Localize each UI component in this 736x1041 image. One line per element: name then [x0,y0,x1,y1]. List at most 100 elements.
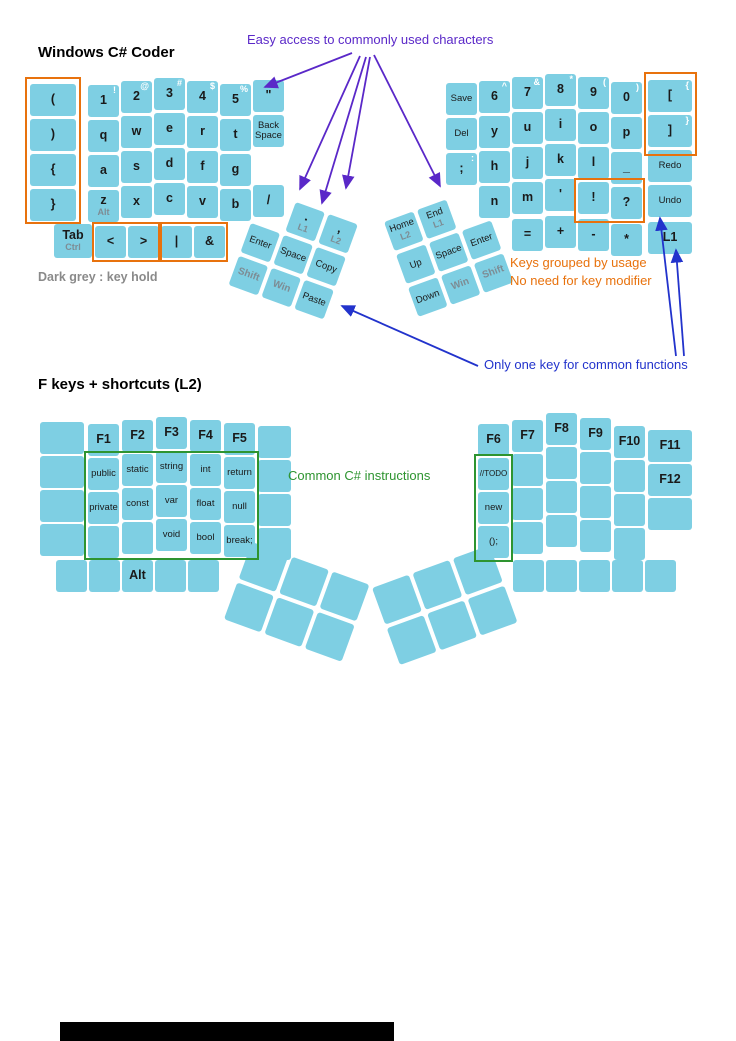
key-open-paren: ( [30,84,76,116]
key-open-brace: { [30,154,76,186]
orange-highlight-box [158,222,228,262]
key-apostrophe: ' [545,179,576,211]
key-undo: Undo [648,185,692,217]
key-blank [258,426,291,458]
key-equals: = [512,219,543,251]
key-save: Save [446,83,477,115]
key-9: (9 [578,77,609,109]
key-minus: - [578,219,609,251]
key-down: Down [407,277,448,317]
key-null: null [224,491,255,523]
key-float: float [190,488,221,520]
key-blank [546,515,577,547]
key-close-brace: } [30,189,76,221]
key-blank [427,600,478,651]
key-blank [258,528,291,560]
key-blank [258,494,291,526]
key-b: b [220,189,251,221]
key-l: l [578,147,609,179]
key-8: *8 [545,74,576,106]
key-l1: L1 [648,222,692,254]
key-blank [648,498,692,530]
key-blank [467,585,518,636]
key-blank [580,520,611,552]
key-w: w [121,116,152,148]
key-f9: F9 [580,418,611,450]
key-f6: F6 [478,424,509,456]
key-close-bracket: }] [648,115,692,147]
one-key-annotation: Only one key for common functions [484,357,688,372]
key-paste: Paste [294,279,334,320]
bottom-black-bar [60,1022,394,1041]
key-blank [546,560,577,592]
key-blank [512,488,543,520]
keys-grouped-annotation-line2: No need for key modifier [510,273,652,288]
key-asterisk: * [611,224,642,256]
key-m: m [512,182,543,214]
key-exclamation: ! [578,182,609,214]
key-blank [386,615,437,666]
key-period: .L1 [285,201,326,242]
key-d: d [154,148,185,180]
key-del: Del [446,118,477,150]
key-pipe: | [161,226,192,258]
key-bool: bool [190,522,221,554]
key-blank [88,526,119,558]
key-int: int [190,454,221,486]
key-v: v [187,186,218,218]
key-win: Win [440,265,481,305]
key-f: f [187,151,218,183]
key-blank [513,560,544,592]
key-f1: F1 [88,424,119,456]
key-blank [40,490,84,522]
key-blank [304,611,355,662]
key-blank [546,447,577,479]
key-blank [580,452,611,484]
key-question: ? [611,187,642,219]
key-public: public [88,458,119,490]
key-5: %5 [220,84,251,116]
key-const: const [122,488,153,520]
key-r: r [187,116,218,148]
key-parens-semicolon: (); [478,526,509,558]
key-greater-than: > [128,226,159,258]
key-void: void [156,519,187,551]
orange-highlight-box [92,222,162,262]
key-less-than: < [95,226,126,258]
key-space: Space [273,234,314,275]
key-quote: " [253,80,284,112]
key-p: p [611,117,642,149]
key-open-bracket: {[ [648,80,692,112]
key-semicolon: :; [446,153,477,185]
green-highlight-box [84,451,259,560]
key-blank [579,560,610,592]
key-todo-comment: //TODO [478,458,509,490]
key-blank [258,460,291,492]
key-f12: F12 [648,464,692,496]
key-f4: F4 [190,420,221,452]
key-f3: F3 [156,417,187,449]
key-s: s [121,151,152,183]
key-x: x [121,186,152,218]
key-blank [614,460,645,492]
green-highlight-box [474,454,513,562]
layer1-title: Windows C# Coder [38,44,175,61]
orange-highlight-box [574,178,645,223]
key-g: g [220,154,251,186]
key-copy: Copy [306,246,346,287]
key-6: ^6 [479,81,510,113]
key-blank [155,560,186,592]
key-blank [40,422,84,454]
key-blank [40,524,84,556]
key-e: e [154,113,185,145]
key-blank [319,571,370,622]
dark-grey-key-hold-annotation: Dark grey : key hold [38,270,158,284]
key-blank [56,560,87,592]
key-blank [614,494,645,526]
key-close-paren: ) [30,119,76,151]
key-enter: Enter [240,222,281,263]
